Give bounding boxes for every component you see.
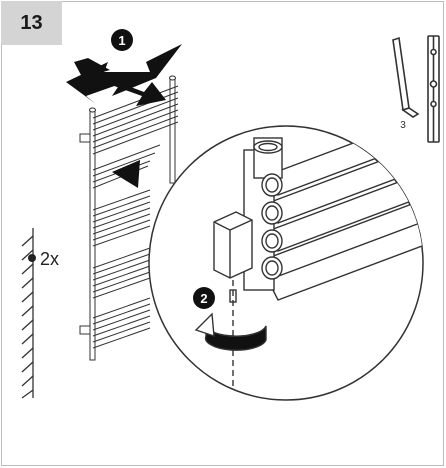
detail-bracket [213,211,253,279]
screw-point-icon [28,254,36,262]
move-arrows-icon [66,44,182,106]
detail-tube-ends [261,173,283,280]
callout-1-number: 1 [118,33,125,48]
callout-2-badge [193,287,215,309]
step-badge: 13 [1,1,62,45]
callout-2-number: 2 [200,291,207,306]
quantity-label: 2x [40,249,59,269]
allen-key-icon [392,36,420,118]
radiator-tubes [92,85,179,349]
rotation-arrow-icon [194,312,267,351]
step-number: 13 [20,12,43,34]
callout-1-badge [111,29,133,51]
towel-radiator [79,75,179,361]
mounting-bracket-icon [427,35,440,143]
detail-pointer-icon [112,160,140,188]
tool-size-label: 3 [400,120,406,131]
wall-hatching [21,228,34,399]
